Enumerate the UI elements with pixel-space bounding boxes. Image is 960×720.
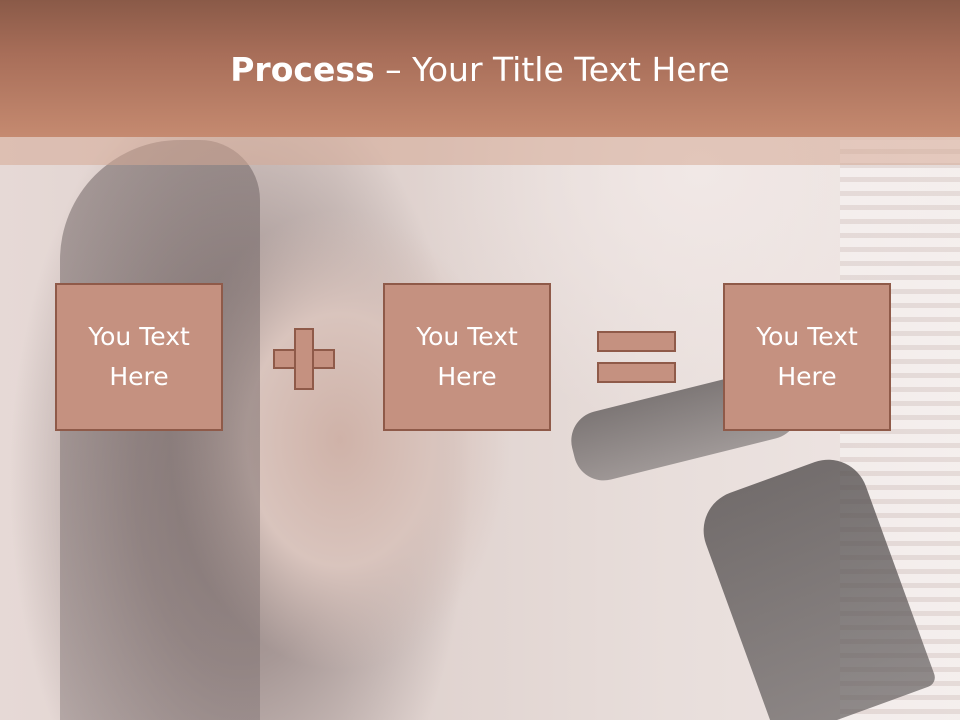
process-box-3-line1: You Text (756, 322, 858, 351)
process-box-1-line2: Here (109, 362, 169, 391)
title-band (0, 0, 960, 137)
equals-top-bar (597, 331, 676, 352)
process-box-1-line1: You Text (88, 322, 190, 351)
plus-icon (273, 328, 335, 390)
slide-title[interactable]: Process – Your Title Text Here (0, 50, 960, 89)
process-box-2-text: You Text Here (392, 317, 542, 397)
equals-bottom-bar (597, 362, 676, 383)
process-box-1[interactable]: You Text Here (55, 283, 223, 431)
process-box-2-line2: Here (437, 362, 497, 391)
process-box-1-text: You Text Here (64, 317, 214, 397)
equals-icon (597, 331, 676, 383)
title-rest-text: – Your Title Text Here (374, 50, 730, 89)
title-bold-text: Process (230, 50, 375, 89)
process-box-2-line1: You Text (416, 322, 518, 351)
process-box-2[interactable]: You Text Here (383, 283, 551, 431)
title-strip (0, 137, 960, 165)
process-box-3-line2: Here (777, 362, 837, 391)
process-box-3-text: You Text Here (732, 317, 882, 397)
plus-center (296, 351, 312, 367)
process-box-3[interactable]: You Text Here (723, 283, 891, 431)
